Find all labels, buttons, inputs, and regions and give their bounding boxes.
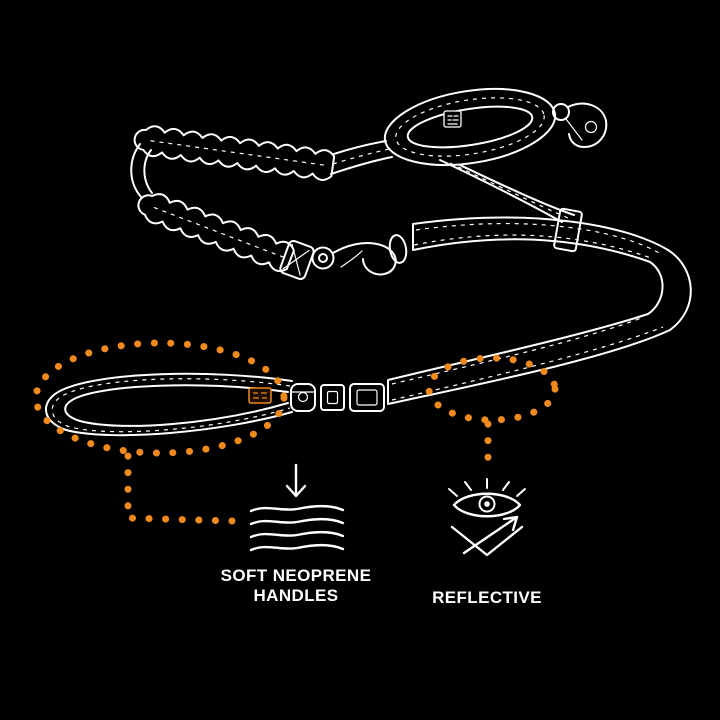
handle-hardware — [290, 383, 385, 412]
soft-neoprene-icon — [249, 504, 345, 552]
brand-patch-handle — [248, 387, 272, 404]
down-arrow-icon — [285, 463, 307, 498]
handle-highlight — [32, 339, 288, 457]
brand-patch-top — [443, 110, 462, 128]
reflective-label-line1: REFLECTIVE — [432, 588, 542, 607]
soft-neoprene-label: SOFT NEOPRENE HANDLES — [201, 566, 391, 606]
soft-neoprene-label-line1: SOFT NEOPRENE — [220, 566, 372, 585]
top-handle-loop — [383, 87, 575, 223]
reflective-beam-icon — [450, 515, 524, 557]
leash-strap — [387, 216, 692, 405]
swivel-snap-hook — [279, 234, 408, 281]
bungee-section-upper — [133, 125, 336, 181]
handle-callout-connector — [124, 452, 236, 525]
reflective-label: REFLECTIVE — [397, 588, 577, 608]
top-strap — [330, 140, 393, 175]
soft-neoprene-label-line2: HANDLES — [253, 586, 339, 605]
bottom-handle — [45, 372, 293, 437]
bungee-section-lower — [137, 193, 295, 272]
strap-keeper — [553, 207, 583, 253]
bolt-snap-hook — [552, 102, 608, 148]
eye-icon — [448, 478, 526, 518]
bungee-left-cord — [130, 143, 153, 199]
reflective-highlight — [425, 354, 559, 424]
